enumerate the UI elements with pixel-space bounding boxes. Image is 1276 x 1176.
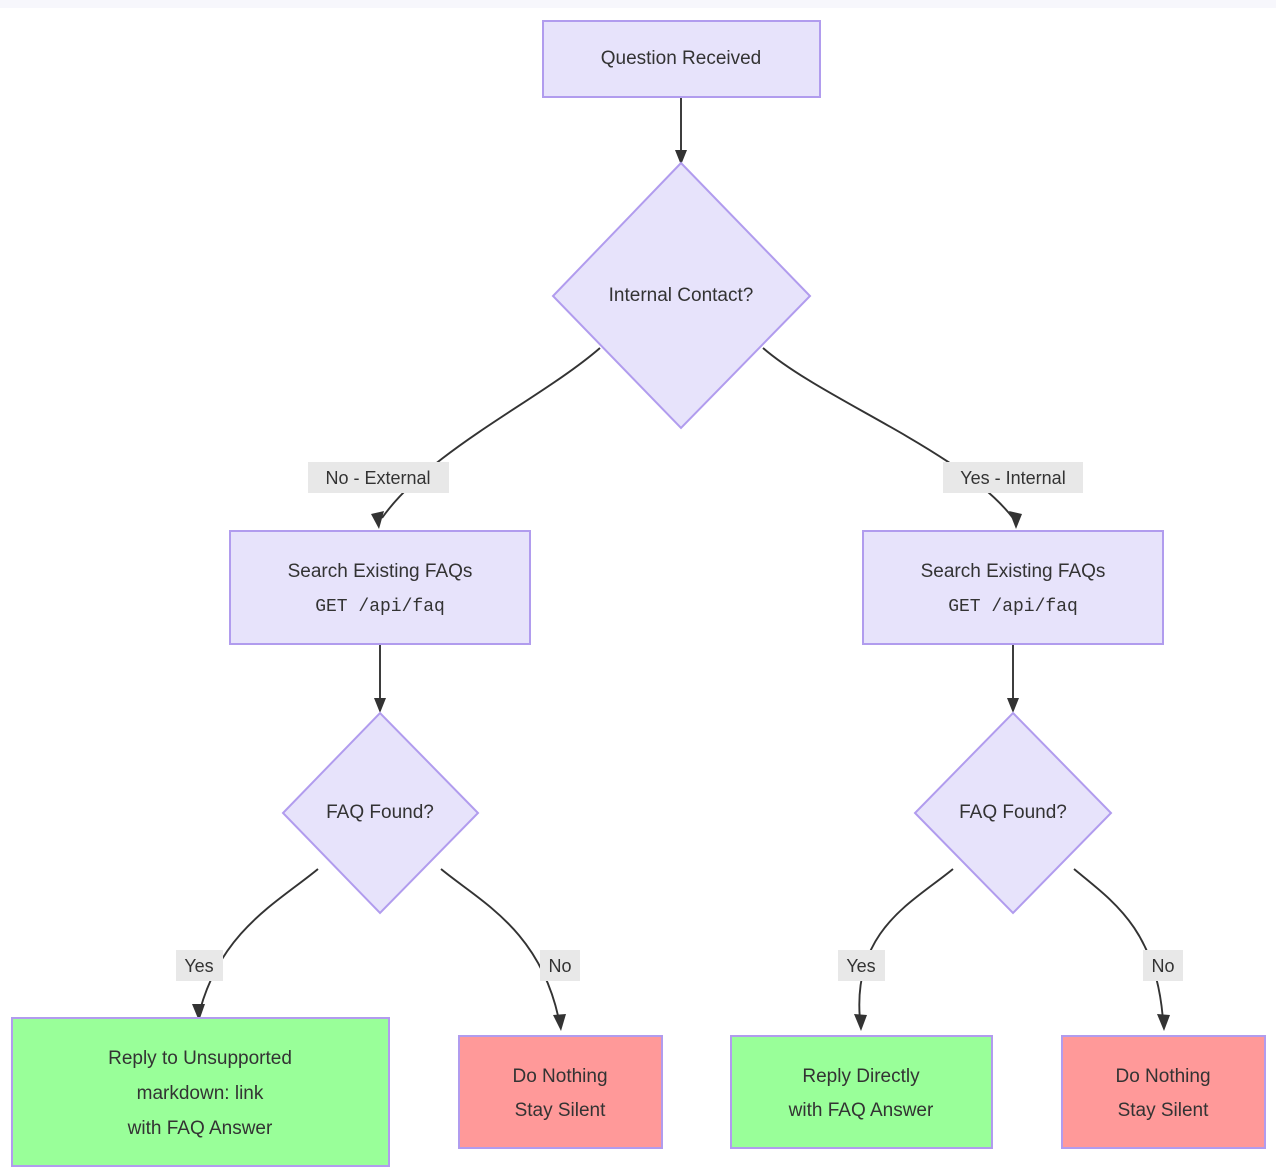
node-label-line-2: with FAQ Answer [788,1100,934,1121]
edge-path [858,868,954,1021]
node-shape [229,530,531,645]
arrow-head [854,1014,867,1031]
node-do-nothing-right[interactable]: Do Nothing Stay Silent [1061,1035,1266,1149]
node-faq-found-left[interactable]: FAQ Found? [281,711,480,915]
node-internal-contact[interactable]: Internal Contact? [551,161,812,430]
node-reply-directly[interactable]: Reply Directly with FAQ Answer [730,1035,993,1149]
edge-path [440,868,560,1021]
edge-label-right-yes: Yes [838,950,885,981]
edge-label-yes-internal: Yes - Internal [943,462,1083,493]
node-label-line-1: Search Existing FAQs [921,561,1106,582]
arrow-head [1009,511,1022,529]
node-shape [862,530,1164,645]
node-question-received[interactable]: Question Received [542,20,821,98]
node-label-line-2: Stay Silent [1118,1100,1210,1121]
node-label-line-3: with FAQ Answer [127,1118,273,1139]
node-label-line-1: FAQ Found? [326,802,434,823]
arrow-head [192,1004,205,1021]
arrow-head [371,511,384,529]
edge-label-text: Yes [184,956,213,976]
edge-label-left-yes: Yes [176,950,223,981]
node-shape [281,711,480,915]
node-shape [730,1035,993,1149]
node-shape [458,1035,663,1149]
node-do-nothing-left[interactable]: Do Nothing Stay Silent [458,1035,663,1149]
edge-internal-contact-to-search-left [371,347,601,529]
arrow-head [1007,698,1019,713]
edge-label-text: No - External [325,468,430,488]
edge-label-no-external: No - External [308,462,449,493]
node-shape [11,1017,390,1167]
node-label-line-1: Reply Directly [802,1066,920,1087]
arrow-head [675,150,687,165]
arrow-head [1157,1014,1170,1031]
edge-label-left-no: No [540,950,580,981]
node-shape [542,20,821,98]
node-label-line-2: GET /api/faq [948,597,1078,617]
edge-label-background [838,950,885,981]
edge-faq-found-left-to-reply-unsupported [192,868,319,1021]
edge-label-background [176,950,223,981]
arrow-head [553,1014,566,1031]
node-search-existing-faqs-right[interactable]: Search Existing FAQs GET /api/faq [862,530,1164,645]
edge-faq-found-right-to-reply-directly [854,868,954,1031]
node-shape [913,711,1113,915]
edge-internal-contact-to-search-right [762,347,1022,529]
node-search-existing-faqs-left[interactable]: Search Existing FAQs GET /api/faq [229,530,531,645]
edge-path [1073,868,1164,1021]
node-label-line-1: Do Nothing [1115,1066,1210,1087]
node-label-line-1: Question Received [601,48,762,69]
node-faq-found-right[interactable]: FAQ Found? [913,711,1113,915]
arrow-head [374,698,386,713]
edge-label-background [943,462,1083,493]
node-label-line-1: FAQ Found? [959,802,1067,823]
edge-path [199,868,319,1011]
edge-label-text: No [1151,956,1174,976]
node-label-line-1: Reply to Unsupported [108,1048,292,1069]
edge-label-background [1143,950,1183,981]
edge-faq-found-left-to-do-nothing-left [440,868,566,1031]
node-label-line-2: GET /api/faq [315,597,445,617]
edge-faq-found-right-to-do-nothing-right [1073,868,1170,1031]
node-label-line-1: Internal Contact? [609,285,754,306]
node-label-line-1: Do Nothing [512,1066,607,1087]
edge-label-text: No [548,956,571,976]
node-shape [1061,1035,1266,1149]
node-reply-to-unsupported[interactable]: Reply to Unsupported markdown: link with… [11,1017,390,1167]
edge-label-background [540,950,580,981]
node-label-line-2: markdown: link [137,1083,264,1104]
edge-start-to-internal-contact [675,97,687,165]
top-band [0,0,1276,8]
edge-label-background [308,462,449,493]
node-label-line-1: Search Existing FAQs [288,561,473,582]
edge-label-text: Yes [846,956,875,976]
edge-label-right-no: No [1143,950,1183,981]
node-label-line-2: Stay Silent [515,1100,607,1121]
node-shape [551,161,812,430]
edge-label-text: Yes - Internal [960,468,1065,488]
edge-search-right-to-faq-found-right [1007,645,1019,713]
edge-search-left-to-faq-found-left [374,645,386,713]
